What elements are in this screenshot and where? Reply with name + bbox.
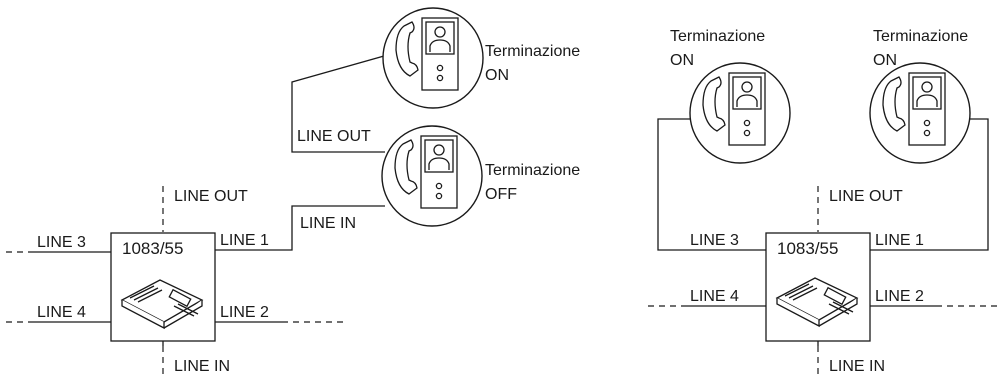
- left-device-label: 1083/55: [122, 239, 183, 258]
- right-monitor-left: [689, 62, 791, 164]
- left-line4-label: LINE 4: [37, 304, 86, 321]
- left-monitor-bottom-term: Terminazione: [485, 162, 580, 179]
- right-line3-label: LINE 3: [690, 232, 739, 249]
- left-line1-label: LINE 1: [220, 232, 269, 249]
- right-monitor-right: [869, 62, 971, 164]
- left-line2-label: LINE 2: [220, 304, 269, 321]
- right-line1-label: LINE 1: [875, 232, 924, 249]
- right-monitor-left-state: ON: [670, 52, 694, 69]
- left-monitor-top-state: ON: [485, 67, 509, 84]
- left-monitor-link: [291, 49, 406, 153]
- left-monitor-bottom: [381, 125, 483, 227]
- right-line3-to-monitor: [657, 118, 766, 251]
- right-line-out-label: LINE OUT: [829, 188, 903, 205]
- left-monitor-line-in-label: LINE IN: [300, 215, 356, 232]
- right-monitor-left-term: Terminazione: [670, 28, 765, 45]
- right-line-in-label: LINE IN: [829, 358, 885, 375]
- left-diagram: 1083/55 LINE OUT LINE IN LINE 3 LINE 4 L…: [6, 7, 580, 376]
- left-monitor-top: [382, 7, 484, 109]
- right-line4-label: LINE 4: [690, 288, 739, 305]
- left-line-out-label: LINE OUT: [174, 188, 248, 205]
- left-monitor-bottom-state: OFF: [485, 186, 517, 203]
- left-monitor-line-out-label: LINE OUT: [297, 128, 371, 145]
- right-diagram: 1083/55 LINE OUT LINE IN LINE 3 LINE 4 L…: [648, 28, 998, 376]
- left-line1-to-monitor: [215, 205, 385, 251]
- left-monitor-top-term: Terminazione: [485, 43, 580, 60]
- right-monitor-right-term: Terminazione: [873, 28, 968, 45]
- left-line-in-label: LINE IN: [174, 358, 230, 375]
- right-device-label: 1083/55: [777, 239, 838, 258]
- right-line1-to-monitor: [870, 118, 989, 251]
- right-monitor-right-state: ON: [873, 52, 897, 69]
- right-line2-label: LINE 2: [875, 288, 924, 305]
- left-line3-label: LINE 3: [37, 234, 86, 251]
